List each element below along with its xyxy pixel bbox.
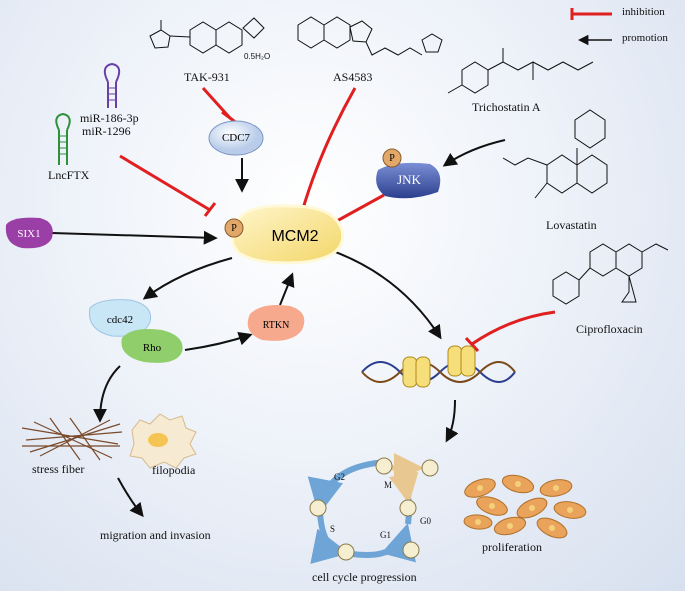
jnk-to-mcm2-edge — [334, 193, 385, 224]
proliferation-cells-icon — [463, 474, 587, 539]
jnk-node-shape — [376, 162, 441, 199]
filopodia-label: filopodia — [152, 463, 196, 477]
drugs-to-jnk-edge — [442, 139, 506, 167]
phase-m-label: M — [384, 480, 393, 490]
jnk-phospho-circle — [382, 148, 402, 168]
filopodia-cell-icon — [129, 413, 197, 469]
mcm2-to-cdc42-edge — [142, 257, 233, 300]
cdc7-node: CDC7 — [221, 132, 251, 144]
phase-s-label: S — [330, 524, 336, 534]
phase-g2-label: G2 — [334, 472, 345, 482]
six1-node: SIX1 — [17, 228, 41, 240]
fiber-to-migration-edge — [117, 477, 144, 518]
ciprofloxacin-structure — [552, 243, 669, 305]
cdc7-node-shape — [208, 120, 264, 156]
lncftx-label: LncFTX — [48, 168, 90, 182]
cipro-to-dna-edge — [471, 310, 556, 346]
rtkn-node-shape — [247, 305, 305, 341]
rho-to-fiber-edge — [93, 365, 121, 423]
as4583-structure — [297, 16, 443, 56]
mcm2-node-shape — [230, 204, 345, 265]
cipro-inhibit-bar — [464, 336, 480, 353]
proliferation-nuclei — [475, 481, 573, 531]
promotion-edges — [51, 139, 506, 518]
rna-to-mcm2-edge — [119, 154, 211, 212]
mcm-complex-icon — [402, 345, 476, 388]
legend — [570, 8, 612, 46]
phase-g1-label: G1 — [380, 530, 391, 540]
jnk-node: JNK — [397, 172, 421, 187]
cdc42-node-shape — [88, 299, 152, 337]
six1-to-mcm2-edge — [51, 230, 218, 245]
tak931-salt-label: 0.5H₂O — [244, 52, 271, 61]
rho-node-shape — [121, 329, 183, 363]
rna-inhibit-bar — [203, 202, 217, 217]
legend-inhibition-label: inhibition — [622, 6, 665, 18]
trichostatin-structure — [447, 48, 594, 94]
g2-arc — [307, 459, 387, 516]
trichostatin-label: Trichostatin A — [472, 100, 541, 114]
lovastatin-label: Lovastatin — [546, 218, 597, 232]
tak931-structure — [149, 17, 265, 54]
rtkn-to-mcm2-edge — [279, 272, 295, 306]
rtkn-node: RTKN — [262, 319, 290, 331]
dna-helix-icon — [361, 361, 516, 383]
mcm2-to-dna-edge — [329, 249, 442, 340]
mcm2-phospho-circle — [224, 218, 244, 238]
cell-cycle-label: cell cycle progression — [312, 570, 417, 584]
dna-to-cycle-edge — [445, 399, 459, 443]
stress-fiber-icon — [21, 417, 123, 461]
lncrna-hairpin-icon — [55, 112, 71, 165]
g1-arc — [351, 523, 416, 563]
mcm2-phospho-label: P — [231, 222, 237, 234]
legend-promotion-label: promotion — [622, 32, 668, 44]
tak931-label: TAK-931 — [184, 70, 230, 84]
mir-186-label: miR-186-3p — [80, 111, 139, 125]
proliferation-label: proliferation — [482, 540, 542, 554]
cell-cycle-diagram — [307, 453, 439, 564]
lovastatin-structure — [502, 109, 608, 199]
rho-node: Rho — [142, 342, 162, 354]
rho-to-rtkn-edge — [184, 331, 253, 351]
stress-fiber-label: stress fiber — [32, 462, 85, 476]
as4583-to-mcm2-edge — [300, 87, 357, 213]
mir-1296-label: miR-1296 — [82, 124, 131, 138]
mcm2-node: MCM2 — [271, 228, 319, 245]
cdc42-node: cdc42 — [106, 314, 134, 326]
six1-node-shape — [5, 217, 53, 249]
as4583-label: AS4583 — [333, 70, 373, 84]
migration-label: migration and invasion — [100, 528, 211, 542]
ciprofloxacin-label: Ciprofloxacin — [576, 322, 643, 336]
jnk-phospho-label: P — [389, 152, 395, 164]
phase-g0-label: G0 — [420, 516, 431, 526]
mirna-hairpin-icon — [103, 62, 121, 108]
m-exit-arrow — [388, 471, 419, 504]
